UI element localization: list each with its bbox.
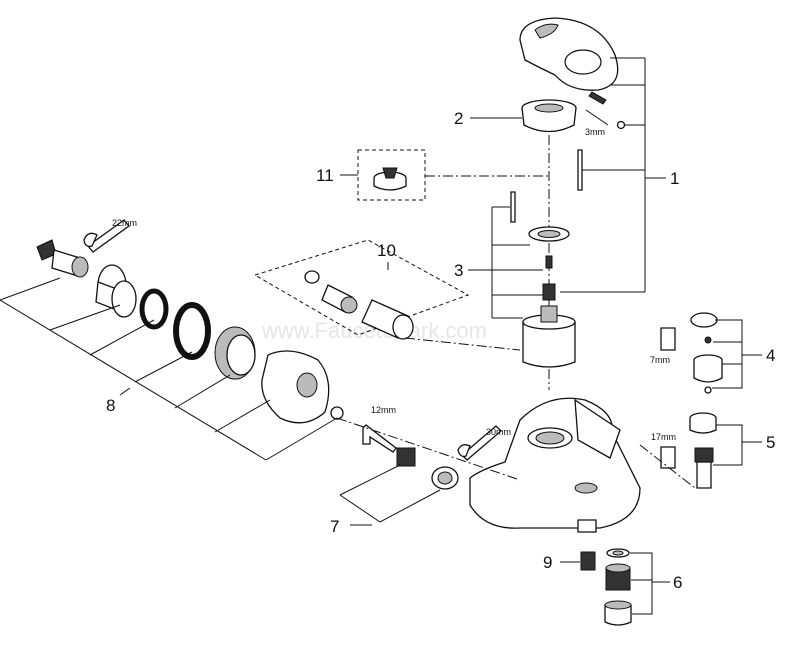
o-ring-large (173, 302, 211, 360)
wrench-30mm (457, 425, 502, 461)
hex-insert-7mm (660, 327, 676, 351)
cartridge-ring (528, 226, 570, 242)
callout-5: 5 (766, 433, 775, 452)
callout-1: 1 (670, 169, 679, 188)
part-10-sleeve (361, 299, 414, 340)
small-screw (545, 255, 553, 269)
set-screw (616, 120, 626, 130)
diverter-axis (639, 444, 696, 489)
bracket-4 (712, 319, 743, 389)
hex-17mm-label: 17mm (651, 432, 676, 442)
part-10-extension (321, 284, 358, 314)
callout-7: 7 (330, 517, 339, 536)
callout-4: 4 (766, 346, 775, 365)
cap-plug (690, 312, 718, 328)
wrench-22mm-label: 22mm (112, 218, 137, 228)
o-ring-small (139, 288, 169, 330)
wall-nut (214, 326, 256, 380)
lever-handle (519, 17, 619, 91)
small-o-ring (704, 336, 712, 344)
union-nut (431, 466, 459, 490)
callout-3: 3 (454, 261, 463, 280)
check-valve-housing (693, 354, 723, 383)
escutcheon-washer (330, 406, 344, 420)
connection-axis (336, 417, 521, 481)
callout-10: 10 (377, 241, 396, 260)
part-11-box (357, 149, 426, 201)
hex-12mm-label: 12mm (371, 405, 396, 415)
hex-insert-17mm (660, 446, 676, 469)
wall-fitting (95, 264, 137, 318)
valve-washer (704, 386, 712, 394)
extension-axis (404, 337, 521, 351)
bracket-8 (0, 277, 338, 461)
short-pin (510, 191, 516, 223)
aerator-insert (605, 563, 631, 591)
wrench-22mm (83, 219, 130, 253)
hex-key-12mm (362, 424, 397, 453)
callout-2: 2 (454, 109, 463, 128)
handle-pin (588, 91, 607, 105)
part-10-washer (304, 270, 320, 284)
hex-3mm-label: 3mm (585, 127, 605, 137)
cap-ring (521, 99, 577, 133)
part-10-box (253, 239, 470, 336)
escutcheon (261, 350, 330, 424)
thread-nipple (396, 447, 416, 467)
cartridge (522, 305, 576, 368)
wrench-30mm-label: 30mm (486, 427, 511, 437)
flow-limiter (373, 167, 407, 191)
callout-11: 11 (316, 166, 334, 185)
leader-8 (119, 387, 131, 396)
callout-9: 9 (543, 553, 552, 572)
hex-7mm-label: 7mm (650, 355, 670, 365)
diverter-nut (689, 412, 717, 434)
diverter-cartridge (694, 447, 714, 489)
callout-6: 6 (673, 573, 682, 592)
long-pin (577, 149, 583, 191)
mixer-body (469, 397, 641, 533)
nozzle-adapter (580, 551, 596, 571)
hex-key-3mm (585, 109, 609, 126)
bracket-3 (491, 206, 543, 319)
bracket-5 (713, 424, 743, 466)
aerator-washer (606, 548, 630, 558)
callout-8: 8 (106, 396, 115, 415)
aerator-housing (604, 600, 632, 626)
bracket-6 (630, 552, 653, 615)
stem-adapter (542, 283, 556, 301)
bracket-1 (560, 57, 646, 293)
bracket-7 (339, 464, 441, 523)
eccentric-connector (36, 239, 89, 278)
